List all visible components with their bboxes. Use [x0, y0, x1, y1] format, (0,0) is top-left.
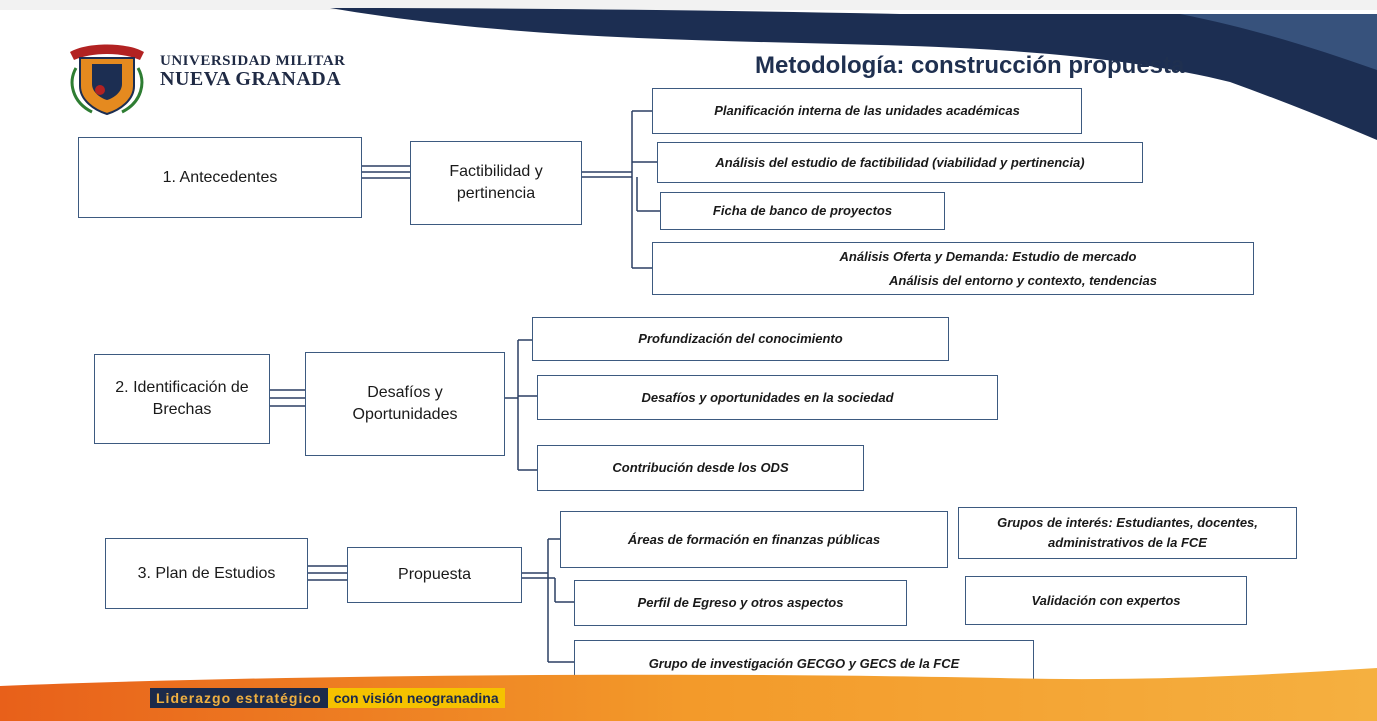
item-entorno-line2: Análisis del entorno y contexto, tendenc… [888, 272, 1157, 288]
item-planificacion: Planificación interna de las unidades ac… [652, 88, 1082, 134]
item-ods: Contribución desde los ODS [537, 445, 864, 491]
stage-box-antecedentes: 1. Antecedentes [78, 137, 362, 218]
university-crest-icon [70, 44, 144, 116]
focus-box-desafios: Desafíos y Oportunidades [305, 352, 505, 456]
footer-slogan: Liderazgo estratégico con visión neogran… [150, 688, 505, 708]
item-profundizacion: Profundización del conocimiento [532, 317, 949, 361]
item-oferta-demanda: Análisis Oferta y Demanda: Estudio de me… [652, 242, 1254, 295]
university-name: UNIVERSIDAD MILITAR NUEVA GRANADA [160, 52, 346, 90]
slogan-part2: con visión neogranadina [327, 688, 505, 708]
university-name-line1: UNIVERSIDAD MILITAR [160, 53, 346, 69]
item-analisis-factibilidad: Análisis del estudio de factibilidad (vi… [657, 142, 1143, 183]
stage-box-brechas: 2. Identificación de Brechas [94, 354, 270, 444]
top-strip [0, 0, 1377, 10]
header-wave [330, 8, 1377, 140]
item-oferta-demanda-line1: Análisis Oferta y Demanda: Estudio de me… [839, 248, 1137, 264]
slide-title: Metodología: construcción propuesta [755, 52, 1185, 79]
slogan-part1: Liderazgo estratégico [150, 688, 328, 708]
note-validacion-expertos: Validación con expertos [965, 576, 1247, 625]
item-perfil-egreso: Perfil de Egreso y otros aspectos [574, 580, 907, 626]
item-areas-formacion: Áreas de formación en finanzas públicas [560, 511, 948, 568]
focus-box-factibilidad: Factibilidad y pertinencia [410, 141, 582, 225]
stage-box-plan-estudios: 3. Plan de Estudios [105, 538, 308, 609]
note-grupos-interes: Grupos de interés: Estudiantes, docentes… [958, 507, 1297, 559]
university-name-line2: NUEVA GRANADA [160, 68, 342, 90]
focus-box-propuesta: Propuesta [347, 547, 522, 603]
item-ficha-banco: Ficha de banco de proyectos [660, 192, 945, 230]
item-desafios-sociedad: Desafíos y oportunidades en la sociedad [537, 375, 998, 420]
